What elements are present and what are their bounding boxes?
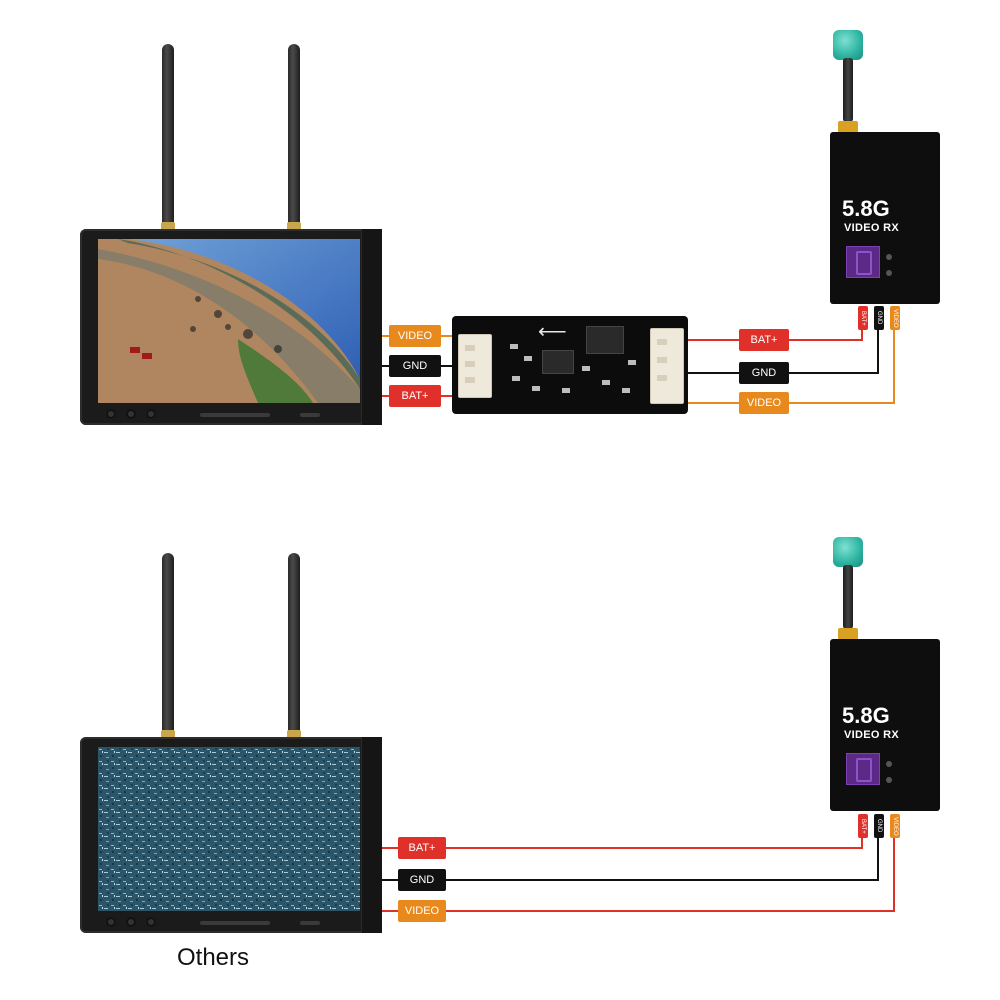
board-component bbox=[628, 360, 636, 365]
label-gnd-top-left: GND bbox=[389, 355, 441, 377]
wire-gnd-bottom bbox=[378, 828, 879, 881]
label-bat-bottom: BAT+ bbox=[398, 837, 446, 859]
board-chip-main bbox=[586, 326, 624, 354]
label-video-top-left: VIDEO bbox=[389, 325, 441, 347]
receiver-antenna-stem-bottom bbox=[843, 565, 853, 629]
monitor-antenna-right bbox=[288, 44, 300, 229]
video-receiver-bottom: 5.8G VIDEO RX bbox=[830, 639, 940, 811]
monitor-control-strip-2 bbox=[300, 413, 320, 417]
converter-board: ⟵ bbox=[452, 316, 688, 414]
receiver-pin-gnd-bottom: GND bbox=[874, 814, 884, 838]
monitor-antenna-right bbox=[288, 553, 300, 738]
receiver-pin-bat-top: BAT+ bbox=[858, 306, 868, 330]
monitor-antenna-left bbox=[162, 553, 174, 738]
receiver-antenna-connector-top bbox=[838, 121, 858, 133]
monitor-control-strip-2 bbox=[300, 921, 320, 925]
wire-bat-bottom bbox=[378, 828, 863, 849]
board-component bbox=[622, 388, 630, 393]
label-bat-top-right: BAT+ bbox=[739, 329, 789, 351]
monitor-button-1[interactable] bbox=[106, 409, 116, 419]
receiver-led-2 bbox=[886, 270, 892, 276]
monitor-button-3[interactable] bbox=[146, 409, 156, 419]
monitor-screen-static-noise bbox=[98, 747, 360, 911]
label-video-top-right: VIDEO bbox=[739, 392, 789, 414]
static-noise-image bbox=[98, 747, 360, 911]
label-gnd-top-right: GND bbox=[739, 362, 789, 384]
receiver-led-1 bbox=[886, 254, 892, 260]
label-gnd-bottom: GND bbox=[398, 869, 446, 891]
board-component bbox=[582, 366, 590, 371]
arrow-left-icon: ⟵ bbox=[538, 321, 567, 343]
monitor-button-2[interactable] bbox=[126, 917, 136, 927]
board-connector-right bbox=[650, 328, 684, 404]
caption-others: Others bbox=[177, 944, 250, 971]
monitor-button-1[interactable] bbox=[106, 917, 116, 927]
receiver-pin-video-top: VIDEO bbox=[890, 306, 900, 330]
receiver-title: VIDEO RX bbox=[844, 222, 899, 234]
video-receiver-top: 5.8G VIDEO RX bbox=[830, 132, 940, 304]
monitor-screen-fpv-view bbox=[98, 239, 360, 403]
monitor-sunhood bbox=[361, 737, 382, 933]
label-bat-top-left: BAT+ bbox=[389, 385, 441, 407]
monitor-button-3[interactable] bbox=[146, 917, 156, 927]
board-component bbox=[602, 380, 610, 385]
label-video-bottom: VIDEO bbox=[398, 900, 446, 922]
board-component bbox=[562, 388, 570, 393]
monitor-antenna-left bbox=[162, 44, 174, 229]
receiver-antenna-cap-bottom bbox=[833, 537, 863, 567]
receiver-pin-bat-bottom: BAT+ bbox=[858, 814, 868, 838]
receiver-antenna-stem-top bbox=[843, 58, 853, 122]
receiver-frequency: 5.8G bbox=[842, 703, 890, 728]
fpv-monitor-bottom bbox=[80, 737, 382, 933]
wire-video-bottom bbox=[378, 828, 895, 912]
board-component bbox=[510, 344, 518, 349]
monitor-button-2[interactable] bbox=[126, 409, 136, 419]
board-component bbox=[512, 376, 520, 381]
fpv-monitor-top bbox=[80, 229, 382, 425]
receiver-led-1 bbox=[886, 761, 892, 767]
board-component bbox=[532, 386, 540, 391]
fpv-view-image bbox=[98, 239, 360, 403]
receiver-antenna-connector-bottom bbox=[838, 628, 858, 640]
receiver-title: VIDEO RX bbox=[844, 729, 899, 741]
monitor-control-strip bbox=[200, 921, 270, 925]
receiver-led-2 bbox=[886, 777, 892, 783]
board-chip-small bbox=[542, 350, 574, 374]
monitor-control-strip bbox=[200, 413, 270, 417]
receiver-antenna-cap-top bbox=[833, 30, 863, 60]
receiver-pin-video-bottom: VIDEO bbox=[890, 814, 900, 838]
receiver-pin-gnd-top: GND bbox=[874, 306, 884, 330]
board-connector-left bbox=[458, 334, 492, 398]
monitor-sunhood bbox=[361, 229, 382, 425]
receiver-frequency: 5.8G bbox=[842, 196, 890, 221]
receiver-channel-display bbox=[846, 753, 880, 785]
receiver-channel-display bbox=[846, 246, 880, 278]
board-component bbox=[524, 356, 532, 361]
